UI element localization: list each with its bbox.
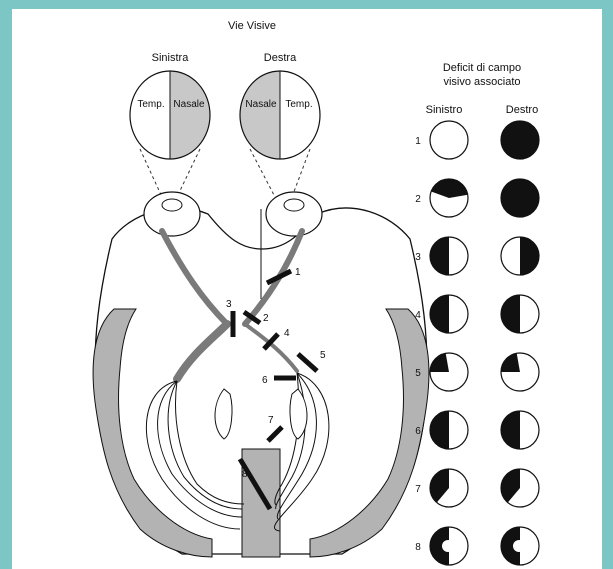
occipital-cortex (242, 449, 280, 557)
field-left-4-deficit (430, 295, 449, 333)
field-right-3-deficit (520, 237, 539, 275)
field-right-3 (501, 237, 539, 275)
field-right-6 (501, 411, 539, 449)
deficit-row-number: 8 (415, 542, 421, 553)
deficit-row-number: 7 (415, 484, 421, 495)
deficit-row-number: 2 (415, 194, 421, 205)
field-right-8-macula (513, 540, 525, 552)
left-eye-visual-field: Sinistra Temp. Nasale (130, 52, 210, 159)
lesion-label-1: 1 (295, 267, 301, 278)
figure-panel: Vie Visive Sinistra Temp. Nasale Destra … (12, 9, 602, 569)
lesion-label-8: 8 (242, 469, 248, 480)
right-nasal-label: Nasale (245, 99, 277, 110)
lesion-label-3: 3 (226, 299, 232, 310)
brain (93, 208, 429, 557)
field-right-6-deficit (501, 411, 520, 449)
field-left-2-deficit (431, 179, 468, 198)
right-temp-label: Temp. (285, 99, 312, 110)
deficit-row-number: 4 (415, 310, 421, 321)
col-left-header: Sinistro (426, 104, 463, 116)
right-eye-label: Destra (264, 52, 297, 64)
figure-title: Vie Visive (228, 20, 276, 32)
left-temp-label: Temp. (137, 99, 164, 110)
field-left-1 (430, 121, 468, 159)
field-left-3 (430, 237, 468, 275)
visual-pathways-diagram: Vie Visive Sinistra Temp. Nasale Destra … (12, 9, 602, 569)
left-nasal-shading (170, 71, 210, 159)
deficit-row-number: 5 (415, 368, 421, 379)
deficit-row-number: 3 (415, 252, 421, 263)
right-nasal-shading (240, 71, 280, 159)
field-left-6 (430, 411, 468, 449)
field-right-4-deficit (501, 295, 520, 333)
field-right-1 (501, 121, 539, 159)
deficit-rows: 1 2 3 4 5 6 7 8 (415, 121, 539, 565)
deficit-heading-2: visivo associato (443, 76, 520, 88)
field-left-8 (430, 527, 468, 565)
field-right-8 (501, 527, 539, 565)
eyeballs (144, 192, 322, 236)
field-right-4 (501, 295, 539, 333)
field-right-5 (501, 353, 539, 391)
field-left-5 (430, 353, 468, 391)
field-left-6-deficit (430, 411, 449, 449)
col-right-header: Destro (506, 104, 538, 116)
deficit-heading-1: Deficit di campo (443, 62, 521, 74)
field-left-7 (430, 469, 468, 507)
lesion-label-7: 7 (268, 415, 274, 426)
lesion-label-2: 2 (263, 313, 269, 324)
field-left-3-deficit (430, 237, 449, 275)
field-right-2 (501, 179, 539, 217)
projection-lines (140, 149, 310, 197)
left-eye-label: Sinistra (152, 52, 190, 64)
field-right-7 (501, 469, 539, 507)
deficit-row-number: 1 (415, 136, 421, 147)
field-left-4 (430, 295, 468, 333)
lesion-label-4: 4 (284, 328, 290, 339)
deficit-legend: Deficit di campo visivo associato Sinist… (415, 62, 539, 565)
field-left-8-macula (442, 540, 454, 552)
left-nasal-label: Nasale (173, 99, 205, 110)
field-left-1-outline (430, 121, 468, 159)
lesion-label-5: 5 (320, 350, 326, 361)
field-left-2 (430, 179, 468, 217)
deficit-row-number: 6 (415, 426, 421, 437)
right-eye-visual-field: Destra Nasale Temp. (240, 52, 320, 159)
lesion-label-6: 6 (262, 375, 268, 386)
